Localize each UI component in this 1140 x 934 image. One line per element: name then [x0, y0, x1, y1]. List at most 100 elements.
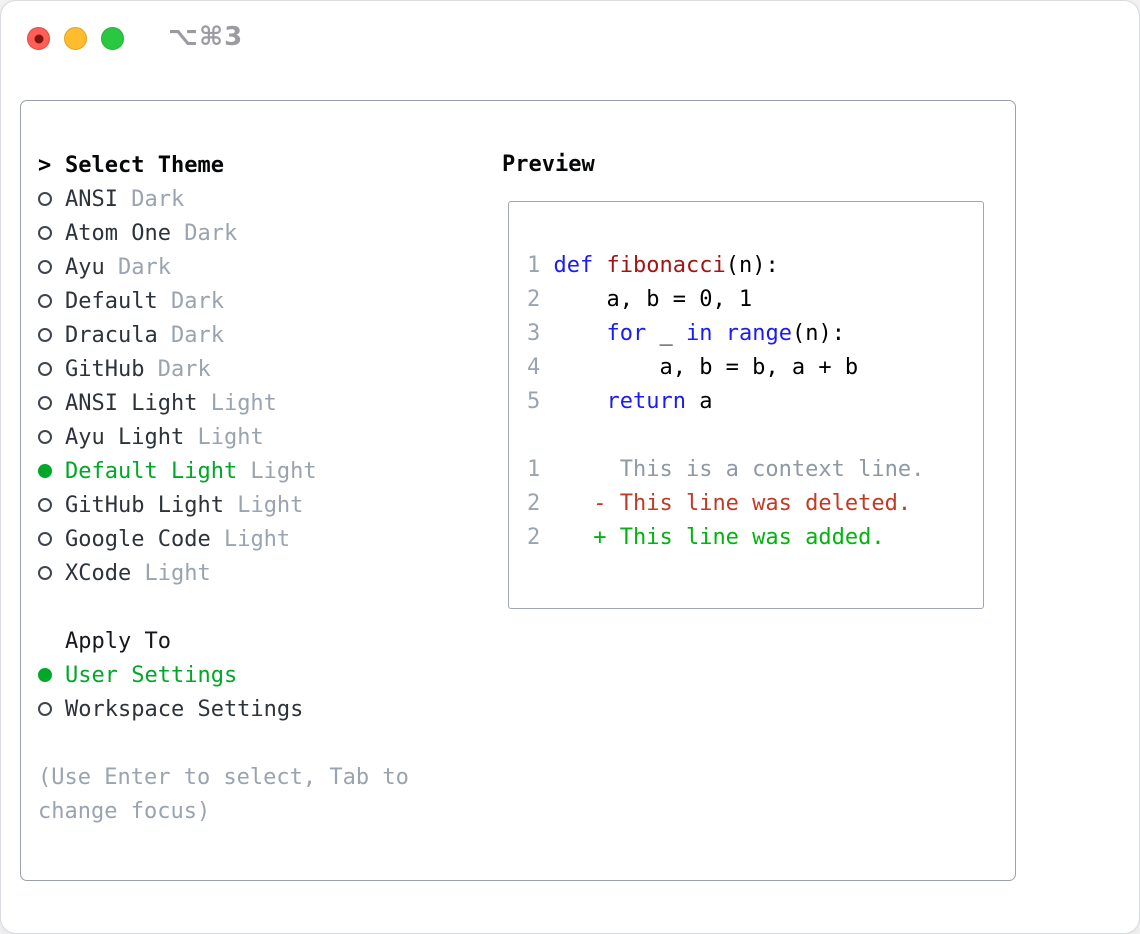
theme-name: ANSI Light — [65, 390, 198, 416]
theme-name: Google Code — [65, 526, 211, 552]
diff-context-line: 1 This is a context line. — [527, 453, 924, 487]
theme-option-xcode-light[interactable]: XCode Light — [38, 556, 409, 590]
radio-circle — [38, 498, 52, 512]
theme-variant: Light — [210, 526, 291, 552]
diff-added-line: 2 + This line was added. — [527, 521, 924, 555]
radio-selected-icon — [38, 464, 65, 478]
theme-variant: Dark — [157, 288, 224, 314]
theme-option-default-light-light[interactable]: Default Light Light — [38, 454, 409, 488]
apply-option-label: Workspace Settings — [65, 696, 304, 722]
theme-variant: Dark — [104, 254, 171, 280]
code-segment: in — [685, 321, 713, 346]
theme-option-github-light-light[interactable]: GitHub Light Light — [38, 488, 409, 522]
radio-icon — [38, 430, 65, 444]
radio-icon — [38, 260, 65, 274]
code-segment: _ — [646, 321, 686, 346]
code-segment: return — [606, 389, 686, 414]
hint-text-line-2: change focus) — [38, 794, 409, 828]
code-segment: (n): — [791, 321, 845, 346]
prompt-caret-icon: > — [38, 153, 65, 178]
radio-circle — [38, 566, 52, 580]
code-segment: 5 — [527, 389, 554, 414]
spacer-row — [38, 590, 409, 624]
theme-variant: Dark — [157, 322, 224, 348]
theme-option-dracula-dark[interactable]: Dracula Dark — [38, 318, 409, 352]
theme-name: Ayu Light — [65, 424, 185, 450]
theme-option-ayu-light-light[interactable]: Ayu Light Light — [38, 420, 409, 454]
code-segment: a, b = b, a + b — [553, 355, 859, 380]
code-segment: 2 — [527, 287, 554, 312]
code-segment: 4 — [527, 355, 554, 380]
theme-variant: Light — [131, 560, 211, 586]
code-segment: range — [725, 321, 792, 346]
code-line-2: 2 a, b = 0, 1 — [527, 283, 924, 317]
close-dot-icon — [34, 34, 43, 43]
code-segment: 2 — [527, 491, 554, 516]
code-segment: for — [606, 321, 647, 346]
blank-line — [527, 419, 924, 453]
radio-icon — [38, 702, 65, 716]
theme-name: Ayu — [65, 254, 105, 280]
radio-circle — [38, 260, 52, 274]
code-segment: 1 — [527, 253, 554, 278]
theme-variant: Light — [184, 424, 264, 450]
theme-option-ansi-dark[interactable]: ANSI Dark — [38, 182, 409, 216]
code-segment: + This line was added. — [553, 525, 885, 550]
code-segment: def — [553, 253, 594, 278]
code-segment — [554, 321, 607, 346]
minimize-button[interactable] — [64, 27, 87, 50]
code-segment: a — [685, 389, 713, 414]
theme-option-atom-one-dark[interactable]: Atom One Dark — [38, 216, 409, 250]
select-theme-header: > Select Theme — [38, 148, 409, 182]
caret-glyph: > — [38, 152, 52, 178]
radio-icon — [38, 396, 65, 410]
radio-icon — [38, 532, 65, 546]
code-segment: (n): — [725, 253, 779, 278]
hint-text: (Use Enter to select, Tab to — [38, 764, 409, 790]
theme-name: ANSI — [65, 186, 118, 212]
theme-variant: Dark — [117, 186, 185, 212]
select-theme-title: Select Theme — [65, 152, 224, 178]
code-line-4: 4 a, b = b, a + b — [527, 351, 924, 385]
theme-option-default-dark[interactable]: Default Dark — [38, 284, 409, 318]
theme-name: Dracula — [65, 322, 158, 348]
radio-circle — [38, 396, 52, 410]
theme-name: Default — [65, 288, 158, 314]
radio-circle — [38, 532, 52, 546]
apply-to-title: Apply To — [65, 628, 171, 654]
hint-text-line-1: (Use Enter to select, Tab to — [38, 760, 409, 794]
radio-circle — [38, 702, 52, 716]
spacer-row — [38, 726, 409, 760]
code-segment: 1 — [527, 457, 554, 482]
theme-option-github-dark[interactable]: GitHub Dark — [38, 352, 409, 386]
code-segment: 3 — [527, 321, 554, 346]
radio-circle — [38, 668, 52, 682]
radio-icon — [38, 328, 65, 342]
apply-to-header: Apply To — [38, 624, 409, 658]
apply-option-workspace-settings[interactable]: Workspace Settings — [38, 692, 409, 726]
radio-icon — [38, 294, 65, 308]
code-segment: This is a context line. — [553, 457, 925, 482]
radio-circle — [38, 464, 52, 478]
theme-option-google-code-light[interactable]: Google Code Light — [38, 522, 409, 556]
apply-option-user-settings[interactable]: User Settings — [38, 658, 409, 692]
diff-deleted-line: 2 - This line was deleted. — [527, 487, 924, 521]
preview-heading: Preview — [502, 152, 595, 177]
code-segment — [554, 389, 607, 414]
theme-option-ansi-light-light[interactable]: ANSI Light Light — [38, 386, 409, 420]
close-button[interactable] — [27, 27, 50, 50]
titlebar: ⌥⌘3 — [1, 1, 1139, 77]
zoom-button[interactable] — [101, 27, 124, 50]
radio-selected-icon — [38, 668, 65, 682]
radio-icon — [38, 362, 65, 376]
theme-option-ayu-dark[interactable]: Ayu Dark — [38, 250, 409, 284]
theme-name: GitHub Light — [65, 492, 224, 518]
radio-circle — [38, 328, 52, 342]
code-segment — [593, 253, 606, 278]
radio-icon — [38, 226, 65, 240]
